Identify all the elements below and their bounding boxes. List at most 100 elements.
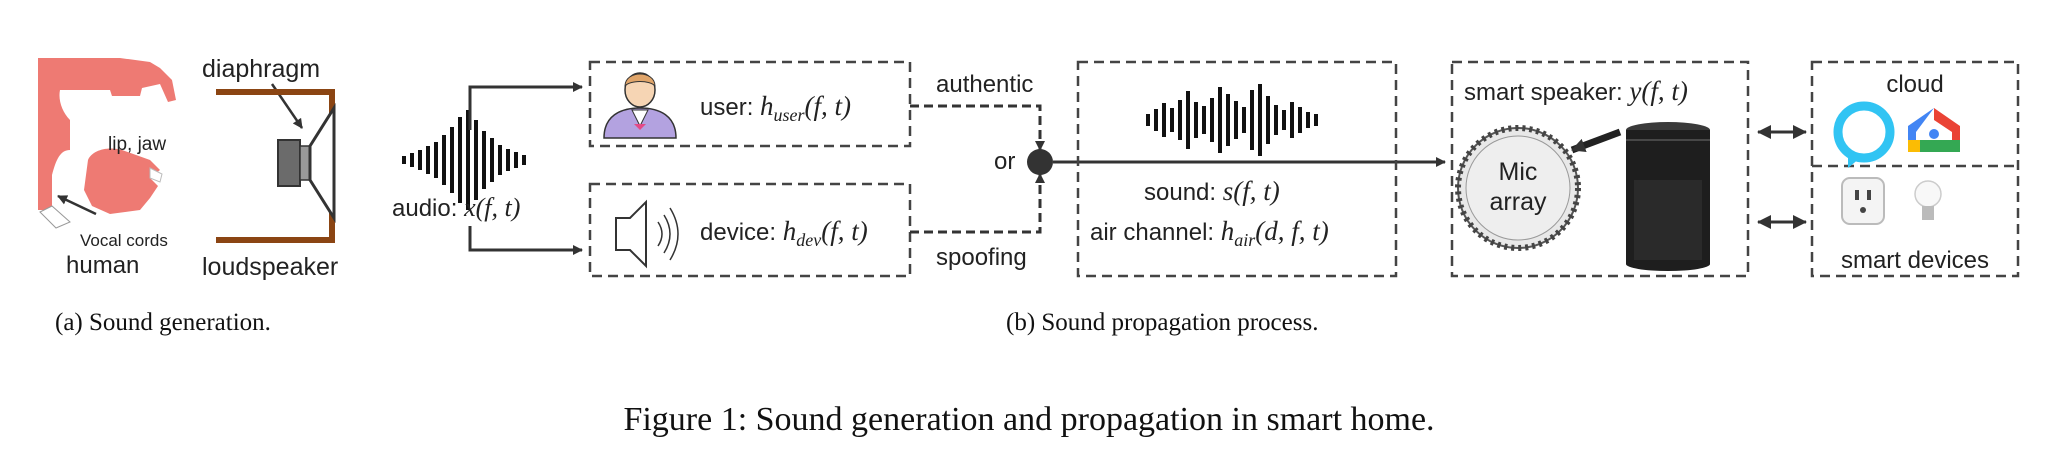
smart-plug-icon — [1841, 177, 1885, 225]
smart-bulb-icon — [1914, 180, 1942, 220]
waveform-bar — [1162, 103, 1166, 137]
spoofing-label: spoofing — [936, 244, 1027, 271]
waveform-bar — [1234, 101, 1238, 139]
waveform-bar — [506, 149, 510, 171]
user-sub: user — [774, 105, 806, 125]
user-args: (f, t) — [805, 91, 852, 121]
panel-a: lip, jaw Vocal cords human diaphragm lou… — [38, 55, 338, 336]
mic-array-icon — [1455, 125, 1581, 251]
air-args: (d, f, t) — [1255, 216, 1329, 246]
waveform-bar — [426, 146, 430, 174]
waveform-bar — [1154, 109, 1158, 131]
device-prefix: device: — [700, 219, 783, 246]
air-prefix: air channel: — [1090, 219, 1221, 246]
mic-array-line2: array — [1490, 188, 1547, 216]
waveform-bar — [1242, 107, 1246, 133]
waveform-bar — [1210, 98, 1214, 142]
audio-waveform-icon — [402, 110, 526, 210]
authentic-label: authentic — [936, 71, 1033, 98]
device-channel-label: device: hdev(f, t) — [700, 216, 868, 250]
waveform-bar — [1266, 96, 1270, 144]
lip-jaw-label: lip, jaw — [108, 134, 166, 155]
google-home-logo-icon — [1908, 108, 1960, 152]
waveform-bar — [1186, 91, 1190, 149]
waveform-bar — [1170, 108, 1174, 132]
waveform-bar — [490, 138, 494, 182]
human-label: human — [66, 252, 139, 279]
waveform-bar — [410, 153, 414, 167]
waveform-bar — [482, 131, 486, 189]
waveform-bar — [458, 117, 462, 203]
waveform-bar — [1194, 102, 1198, 138]
waveform-bar — [442, 135, 446, 185]
device-h: h — [783, 216, 797, 246]
waveform-bar — [450, 127, 454, 193]
panel-b: audio: x(f, t) user: huser(f, t) device:… — [392, 60, 2020, 336]
waveform-bar — [1202, 106, 1206, 134]
user-avatar-icon — [603, 72, 677, 139]
waveform-bar — [1298, 107, 1302, 133]
user-channel-label: user: huser(f, t) — [700, 91, 851, 125]
waveform-bar — [1274, 105, 1278, 135]
cloud-label: cloud — [1886, 71, 1943, 98]
waveform-bar — [466, 110, 470, 210]
waveform-bar — [498, 145, 502, 175]
or-label: or — [994, 148, 1015, 175]
waveform-bar — [474, 120, 478, 200]
sound-box — [1076, 60, 1398, 278]
smart-speaker-box — [1450, 60, 1750, 278]
loudspeaker-label: loudspeaker — [202, 253, 338, 281]
vocal-cords-pointer — [57, 194, 97, 216]
vocal-cords-label: Vocal cords — [80, 231, 168, 250]
waveform-bar — [1258, 84, 1262, 156]
figure-caption: Figure 1: Sound generation and propagati… — [623, 401, 1434, 438]
air-sub: air — [1234, 230, 1256, 250]
waveform-bar — [1282, 110, 1286, 130]
loudspeaker-illustration — [216, 89, 336, 243]
authentic-path — [910, 104, 1045, 151]
arrow-to-device — [468, 226, 583, 255]
device-args: (f, t) — [821, 216, 868, 246]
waveform-bar — [1314, 114, 1318, 126]
device-box — [588, 182, 912, 278]
waveform-bar — [434, 142, 438, 178]
sound-prefix: sound: — [1144, 179, 1223, 206]
audio-label-prefix: audio: — [392, 195, 464, 222]
waveform-bar — [1250, 90, 1254, 150]
mic-array-line1: Mic — [1499, 158, 1538, 186]
panel-b-caption: (b) Sound propagation process. — [1006, 309, 1318, 336]
user-h: h — [760, 91, 774, 121]
sound-waveform-icon — [1146, 84, 1318, 156]
smart-speaker-math: y(f, t) — [1626, 76, 1687, 106]
human-vocal-tract-illustration — [38, 58, 176, 229]
sound-math: s(f, t) — [1223, 176, 1280, 206]
device-sub: dev — [796, 230, 821, 250]
air-h: h — [1221, 216, 1235, 246]
smart-speaker-label: smart speaker: y(f, t) — [1464, 76, 1688, 106]
smart-speaker-device-icon — [1626, 122, 1710, 271]
alexa-logo-icon — [1833, 101, 1895, 168]
waveform-bar — [522, 155, 526, 165]
sound-label: sound: s(f, t) — [1144, 176, 1280, 206]
waveform-bar — [1290, 102, 1294, 138]
waveform-bar — [514, 152, 518, 168]
user-box — [588, 60, 912, 148]
smart-speaker-prefix: smart speaker: — [1464, 79, 1629, 106]
spoofing-path — [910, 173, 1045, 234]
waveform-bar — [418, 150, 422, 170]
arrow-to-user — [468, 82, 583, 130]
smart-devices-label: smart devices — [1841, 247, 1989, 274]
speaker-volume-icon — [615, 199, 679, 269]
waveform-bar — [1178, 100, 1182, 140]
panel-a-caption: (a) Sound generation. — [55, 309, 271, 336]
user-prefix: user: — [700, 94, 760, 121]
air-channel-label: air channel: hair(d, f, t) — [1090, 216, 1329, 250]
audio-label-math: x(f, t) — [463, 193, 520, 222]
waveform-bar — [402, 156, 406, 164]
waveform-bar — [1306, 112, 1310, 128]
waveform-bar — [1226, 94, 1230, 146]
audio-label: audio: x(f, t) — [392, 193, 520, 222]
diaphragm-label: diaphragm — [202, 55, 320, 83]
speaker-to-mic-arrow — [1570, 128, 1622, 154]
